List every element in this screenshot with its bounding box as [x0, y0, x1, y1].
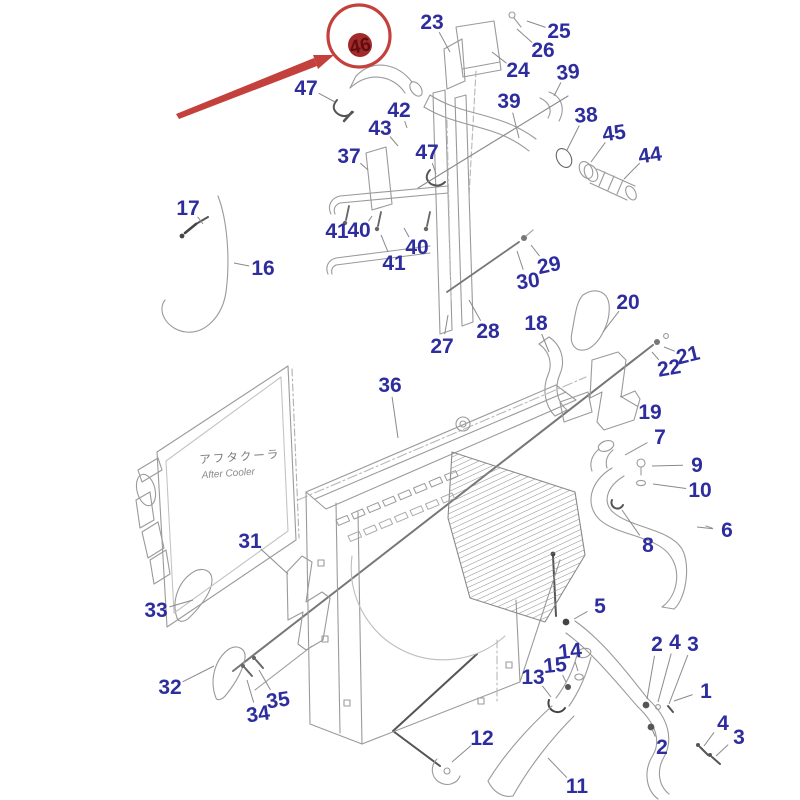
part-label-3: 3 [733, 726, 745, 749]
highlight-circle [326, 3, 392, 69]
part-label-18: 18 [524, 312, 548, 335]
part-label-43: 43 [368, 117, 391, 140]
part-label-36: 36 [378, 374, 401, 397]
part-label-10: 10 [688, 479, 711, 502]
part-label-1: 1 [700, 680, 712, 703]
highlight-arrow-head [313, 55, 334, 69]
part-label-9: 9 [691, 454, 703, 477]
part-label-14: 14 [557, 639, 583, 664]
part-label-37: 37 [337, 145, 360, 168]
part-label-40: 40 [347, 219, 370, 242]
reserve-tank-24 [443, 11, 522, 197]
part-label-30: 30 [515, 268, 541, 294]
part-label-47: 47 [415, 141, 438, 164]
part-label-11: 11 [566, 775, 589, 798]
part-label-42: 42 [387, 99, 410, 122]
part-label-15: 15 [542, 653, 568, 678]
part-label-24: 24 [506, 59, 530, 82]
highlight-part-number: 46 [348, 34, 373, 59]
highlight-blob [348, 33, 372, 57]
part-label-5: 5 [594, 595, 606, 618]
part-label-2: 2 [651, 633, 663, 656]
tube-12 [392, 653, 478, 785]
part-label-33: 33 [144, 599, 167, 622]
part-label-39: 39 [497, 90, 520, 113]
part-label-22: 22 [656, 355, 683, 382]
part-label-28: 28 [476, 320, 500, 343]
part-label-20: 20 [616, 291, 639, 314]
part-label-12: 12 [470, 727, 493, 750]
part-label-31: 31 [238, 530, 262, 553]
hose-46 [332, 64, 423, 123]
hose-6-8 [590, 440, 713, 610]
radiator-fins [447, 451, 586, 623]
part-label-6: 6 [721, 519, 733, 542]
rod-brackets-18-19-20 [232, 290, 669, 691]
after-cooler-label: アフタクーラ After Cooler [199, 448, 281, 482]
part-label-32: 32 [158, 676, 181, 699]
part-label-34: 34 [245, 701, 272, 727]
part-label-3: 3 [687, 633, 699, 656]
highlight-arrow-shaft [176, 58, 317, 119]
part-label-25: 25 [547, 20, 571, 43]
part-label-41: 41 [382, 252, 406, 275]
hoses-32-33-bracket-31 [174, 555, 331, 701]
tube-16 [161, 195, 229, 333]
after-cooler-panel [135, 365, 300, 628]
part-label-13: 13 [521, 666, 544, 689]
part-label-16: 16 [251, 257, 274, 280]
part-label-8: 8 [642, 534, 654, 557]
part-label-19: 19 [638, 401, 661, 424]
after-cooler-text-jp: アフタクーラ [199, 448, 281, 467]
part-label-2: 2 [656, 736, 668, 759]
part-label-41: 41 [325, 220, 349, 243]
radiator-36 [297, 376, 593, 745]
diagram-line-art [135, 11, 721, 800]
part-label-35: 35 [265, 687, 292, 713]
hose-39-assembly [423, 91, 637, 201]
part-label-39: 39 [555, 60, 581, 85]
part-label-26: 26 [531, 39, 554, 62]
rod-30 [446, 229, 534, 293]
part-label-23: 23 [420, 11, 443, 34]
part-label-44: 44 [637, 142, 664, 168]
part-label-4: 4 [717, 712, 729, 735]
after-cooler-text-en: After Cooler [200, 467, 256, 482]
part-label-7: 7 [654, 426, 666, 449]
part-label-4: 4 [669, 631, 681, 654]
panel-27-28 [432, 89, 474, 335]
part-label-17: 17 [176, 197, 199, 220]
part-label-45: 45 [601, 120, 628, 146]
part-label-40: 40 [405, 236, 428, 259]
part-label-38: 38 [574, 103, 599, 128]
part-label-27: 27 [430, 335, 453, 358]
hose-11-13 [487, 647, 592, 797]
part-label-47: 47 [294, 77, 317, 100]
leader-lines [169, 20, 729, 779]
pipe-assembly-37 [326, 95, 569, 275]
part-label-29: 29 [535, 252, 563, 279]
radiator-louvers [335, 470, 459, 542]
highlight-annotation: 46 [176, 3, 392, 119]
part-label-21: 21 [674, 341, 703, 369]
